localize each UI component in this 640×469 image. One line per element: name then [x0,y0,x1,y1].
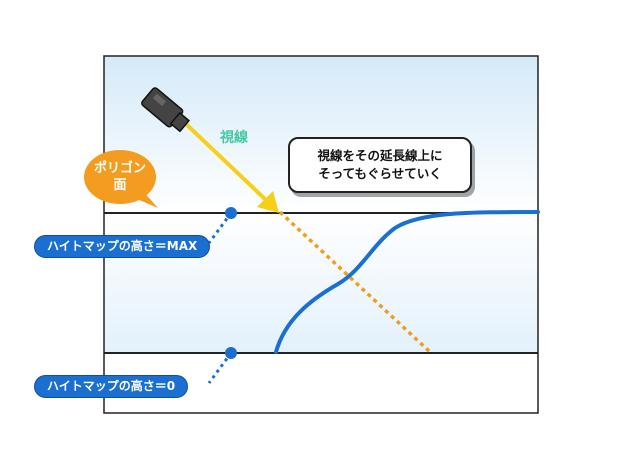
callout-line-1: 視線をその延長線上に [317,148,443,163]
callout-box: 視線をその延長線上に そってもぐらせていく [288,137,472,193]
terrain-curve [274,210,540,354]
polygon-bubble-line-1: ポリゴン [93,161,146,176]
sight-label: 視線 [220,130,248,146]
heightmap-band [104,213,538,353]
polygon-bubble-line-2: 面 [113,178,127,193]
callout-line-2: そってもぐらせていく [318,166,442,181]
height-max-label: ハイトマップの高さ＝MAX [34,235,211,258]
max-connector-dot [225,207,237,219]
polygon-surface-bubble: ポリゴン 面 [84,150,156,204]
diagram-frame [103,55,539,414]
zero-connector-dot [225,347,237,359]
sight-line-arrow [184,122,268,202]
height-zero-label: ハイトマップの高さ＝0 [34,375,189,398]
sight-arrowhead [257,191,279,213]
ray-extension-line [278,210,432,354]
camera-icon [141,87,191,133]
